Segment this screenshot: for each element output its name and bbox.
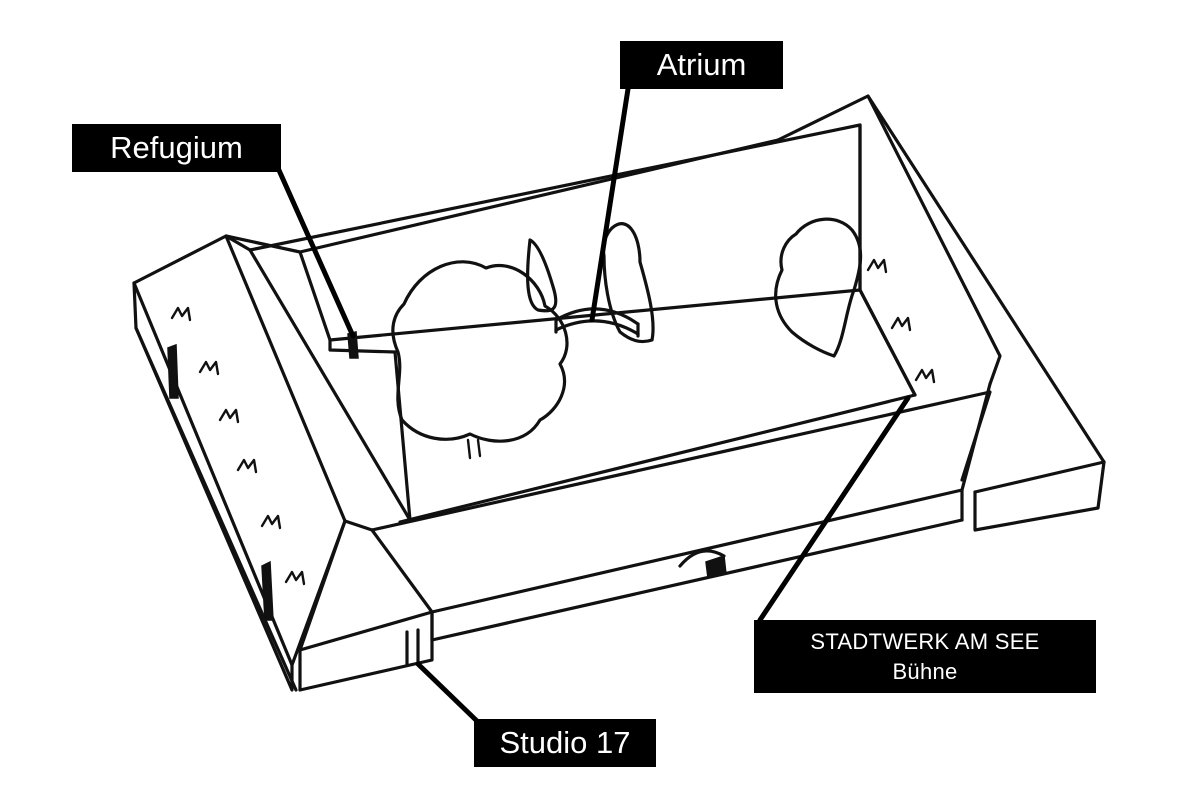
trees: [393, 219, 861, 458]
left-skylights: [172, 308, 304, 584]
right-wing: [778, 96, 1104, 530]
studio-label: Studio 17: [474, 719, 656, 767]
tree-small-left: [528, 240, 556, 311]
leader-atrium: [592, 89, 628, 320]
leader-studio: [418, 664, 478, 722]
left-wing: [134, 236, 410, 690]
refugium-label: Refugium: [72, 124, 281, 172]
stadtwerk-label-line2: Bühne: [754, 657, 1096, 687]
tree-large-left: [393, 262, 567, 441]
atrium-label: Atrium: [620, 41, 783, 89]
atrium-label-text: Atrium: [620, 41, 783, 89]
refugium-label-text: Refugium: [72, 124, 281, 172]
stadtwerk-label: STADTWERK AM SEE Bühne: [754, 620, 1096, 693]
leader-refugium: [278, 168, 353, 336]
studio-label-text: Studio 17: [474, 719, 656, 767]
tree-right: [776, 219, 861, 356]
stadtwerk-label-line1: STADTWERK AM SEE: [754, 627, 1096, 657]
courtyard-edge: [395, 290, 915, 522]
